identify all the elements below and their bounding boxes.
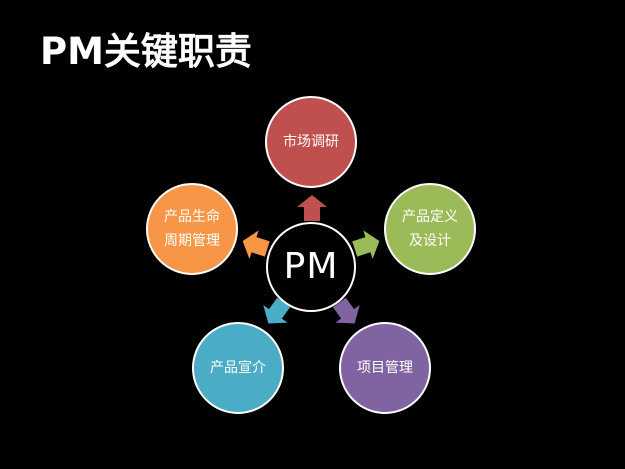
- node-label: 产品定义: [402, 209, 458, 225]
- arrow-lower-right-icon: [327, 294, 367, 333]
- arrow-lower-left-icon: [256, 294, 296, 333]
- node-label: 及设计: [409, 233, 451, 249]
- center-node-pm: PM: [266, 222, 356, 312]
- arrow-upper-left-icon: [238, 227, 272, 264]
- node-product-definition-design: 产品定义 及设计: [384, 183, 476, 275]
- node-market-research: 市场调研: [265, 96, 357, 188]
- node-product-lifecycle-management: 产品生命 周期管理: [146, 183, 238, 275]
- arrow-upper-right-icon: [350, 227, 384, 264]
- center-label: PM: [283, 246, 339, 287]
- node-label: 产品生命: [164, 209, 220, 225]
- node-label: 项目管理: [357, 360, 413, 376]
- node-label: 产品宣介: [210, 360, 266, 376]
- node-label: 市场调研: [283, 134, 339, 150]
- node-product-promotion: 产品宣介: [192, 322, 284, 414]
- arrow-up-icon: [297, 195, 327, 221]
- node-label: 周期管理: [164, 233, 220, 249]
- node-project-management: 项目管理: [339, 322, 431, 414]
- slide-title: PM关键职责: [40, 30, 252, 73]
